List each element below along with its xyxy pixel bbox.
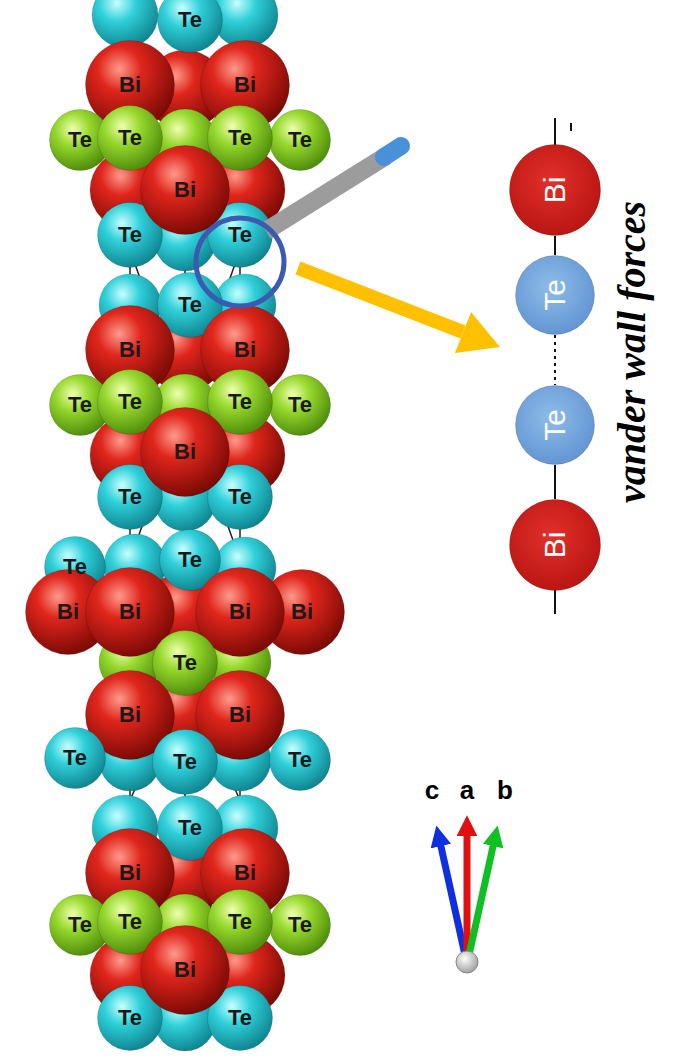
element-symbol: Te	[288, 914, 312, 936]
atom-shape	[270, 375, 331, 436]
bi-atom: Bi	[140, 145, 230, 235]
element-symbol: Te	[178, 549, 202, 571]
element-symbol: Te	[63, 556, 87, 578]
annotation-text: vander wall forces	[612, 201, 652, 503]
element-symbol: Te	[288, 749, 312, 771]
axis-a-arrow	[464, 832, 471, 955]
element-symbol: Te	[178, 294, 202, 316]
element-symbol: Bi	[119, 74, 141, 96]
element-symbol: Te	[68, 129, 92, 151]
probe-tip	[384, 146, 401, 157]
axis-label: b	[497, 777, 513, 803]
element-symbol: Te	[228, 224, 252, 246]
te-atom: Te	[515, 385, 595, 465]
atom-shape	[45, 728, 106, 789]
element-symbol: Te	[228, 391, 252, 413]
axis-triad	[440, 832, 494, 973]
element-symbol: Te	[288, 394, 312, 416]
te-atom: Te	[157, 0, 223, 53]
bi-atom: Bi	[140, 407, 230, 497]
element-symbol: Te	[228, 486, 252, 508]
element-symbol: Te	[68, 394, 92, 416]
element-symbol: Bi	[57, 601, 79, 623]
element-symbol: Te	[178, 817, 202, 839]
element-symbol: Te	[118, 127, 142, 149]
axis-c-arrow	[440, 842, 465, 955]
te-atom: Te	[152, 729, 218, 795]
atom-shape	[141, 408, 230, 497]
element-symbol: Bi	[229, 601, 251, 623]
bond-line	[554, 118, 556, 146]
element-symbol: Bi	[174, 441, 196, 463]
atom-shape	[158, 0, 223, 53]
axis-label: a	[460, 777, 474, 803]
element-symbol: Bi	[234, 339, 256, 361]
element-symbol: Te	[118, 486, 142, 508]
element-symbol: Bi	[234, 862, 256, 884]
element-symbol: Te	[68, 914, 92, 936]
element-symbol: Te	[178, 9, 202, 31]
te-atom: Te	[269, 894, 331, 956]
element-symbol: Te	[540, 279, 570, 311]
magnifier-ring	[196, 218, 284, 306]
element-symbol: Te	[63, 747, 87, 769]
element-symbol: Te	[118, 224, 142, 246]
element-symbol: Bi	[174, 179, 196, 201]
bi-atom: Bi	[509, 499, 601, 591]
back-atoms	[90, 0, 285, 1051]
element-symbol: Te	[118, 911, 142, 933]
atom-shape	[270, 730, 331, 791]
axis-origin	[456, 951, 478, 973]
atom-shape	[141, 926, 230, 1015]
element-symbol: Te	[118, 1007, 142, 1029]
bond-line	[554, 236, 556, 255]
zoom-arrow	[298, 268, 463, 332]
te-atom: Te	[515, 255, 595, 335]
element-symbol: Bi	[291, 601, 313, 623]
axis-label: c	[425, 777, 439, 803]
element-symbol: Bi	[119, 339, 141, 361]
te-atom: Te	[269, 729, 331, 791]
atom-shape	[510, 500, 601, 591]
atom-shape	[141, 146, 230, 235]
element-symbol: Te	[118, 391, 142, 413]
zoom-arrow-head	[455, 312, 500, 353]
element-symbol: Bi	[119, 862, 141, 884]
atom-shape	[510, 145, 601, 236]
element-symbol: Bi	[119, 704, 141, 726]
atom-shape	[516, 256, 595, 335]
element-symbol: Bi	[540, 177, 570, 204]
bond-line	[554, 590, 556, 614]
probe-body	[266, 156, 386, 231]
te-atom: Te	[269, 374, 331, 436]
element-symbol: Te	[173, 652, 197, 674]
atom-shape	[153, 730, 218, 795]
atom-shape	[270, 895, 331, 956]
van-der-waals-gap	[554, 335, 556, 385]
element-symbol: Bi	[174, 959, 196, 981]
bond-line	[554, 465, 556, 499]
element-symbol: Bi	[234, 74, 256, 96]
element-symbol: Bi	[540, 532, 570, 559]
element-symbol: Te	[228, 1007, 252, 1029]
element-symbol: Te	[228, 127, 252, 149]
element-symbol: Te	[173, 751, 197, 773]
bi-atom: Bi	[509, 144, 601, 236]
axis-b-arrow	[469, 842, 494, 955]
element-symbol: Te	[540, 409, 570, 441]
te-atom: Te	[269, 109, 331, 171]
atom-shape	[516, 386, 595, 465]
bond-tick	[570, 123, 572, 131]
bi-atom: Bi	[140, 925, 230, 1015]
element-symbol: Te	[228, 911, 252, 933]
atom-shape	[270, 110, 331, 171]
te-atom: Te	[44, 727, 106, 789]
element-symbol: Te	[288, 129, 312, 151]
element-symbol: Bi	[229, 704, 251, 726]
element-symbol: Bi	[119, 601, 141, 623]
